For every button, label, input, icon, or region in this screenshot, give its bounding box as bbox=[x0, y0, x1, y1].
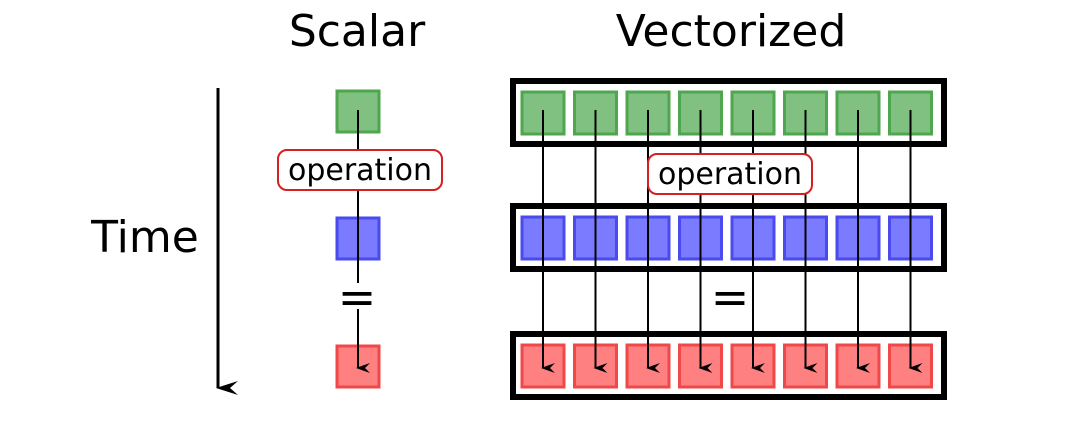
vectorized-column: operation = bbox=[510, 78, 947, 400]
vector-operation-box bbox=[647, 153, 813, 195]
scalar-operation-box bbox=[277, 149, 443, 191]
vector-result-cells bbox=[520, 343, 933, 389]
vector-equals-bg bbox=[712, 283, 748, 309]
scalar-equals-bg bbox=[340, 283, 376, 309]
scalar-title: Scalar bbox=[289, 6, 426, 57]
vectorized-title: Vectorized bbox=[616, 6, 847, 57]
scalar-column: operation = bbox=[277, 89, 443, 389]
scalar-equals-sign: = bbox=[338, 270, 377, 324]
scalar-operation-label: operation bbox=[288, 153, 432, 188]
time-label: Time bbox=[90, 212, 199, 263]
vector-operation-label: operation bbox=[658, 157, 802, 192]
vector-equals-sign: = bbox=[711, 270, 750, 324]
